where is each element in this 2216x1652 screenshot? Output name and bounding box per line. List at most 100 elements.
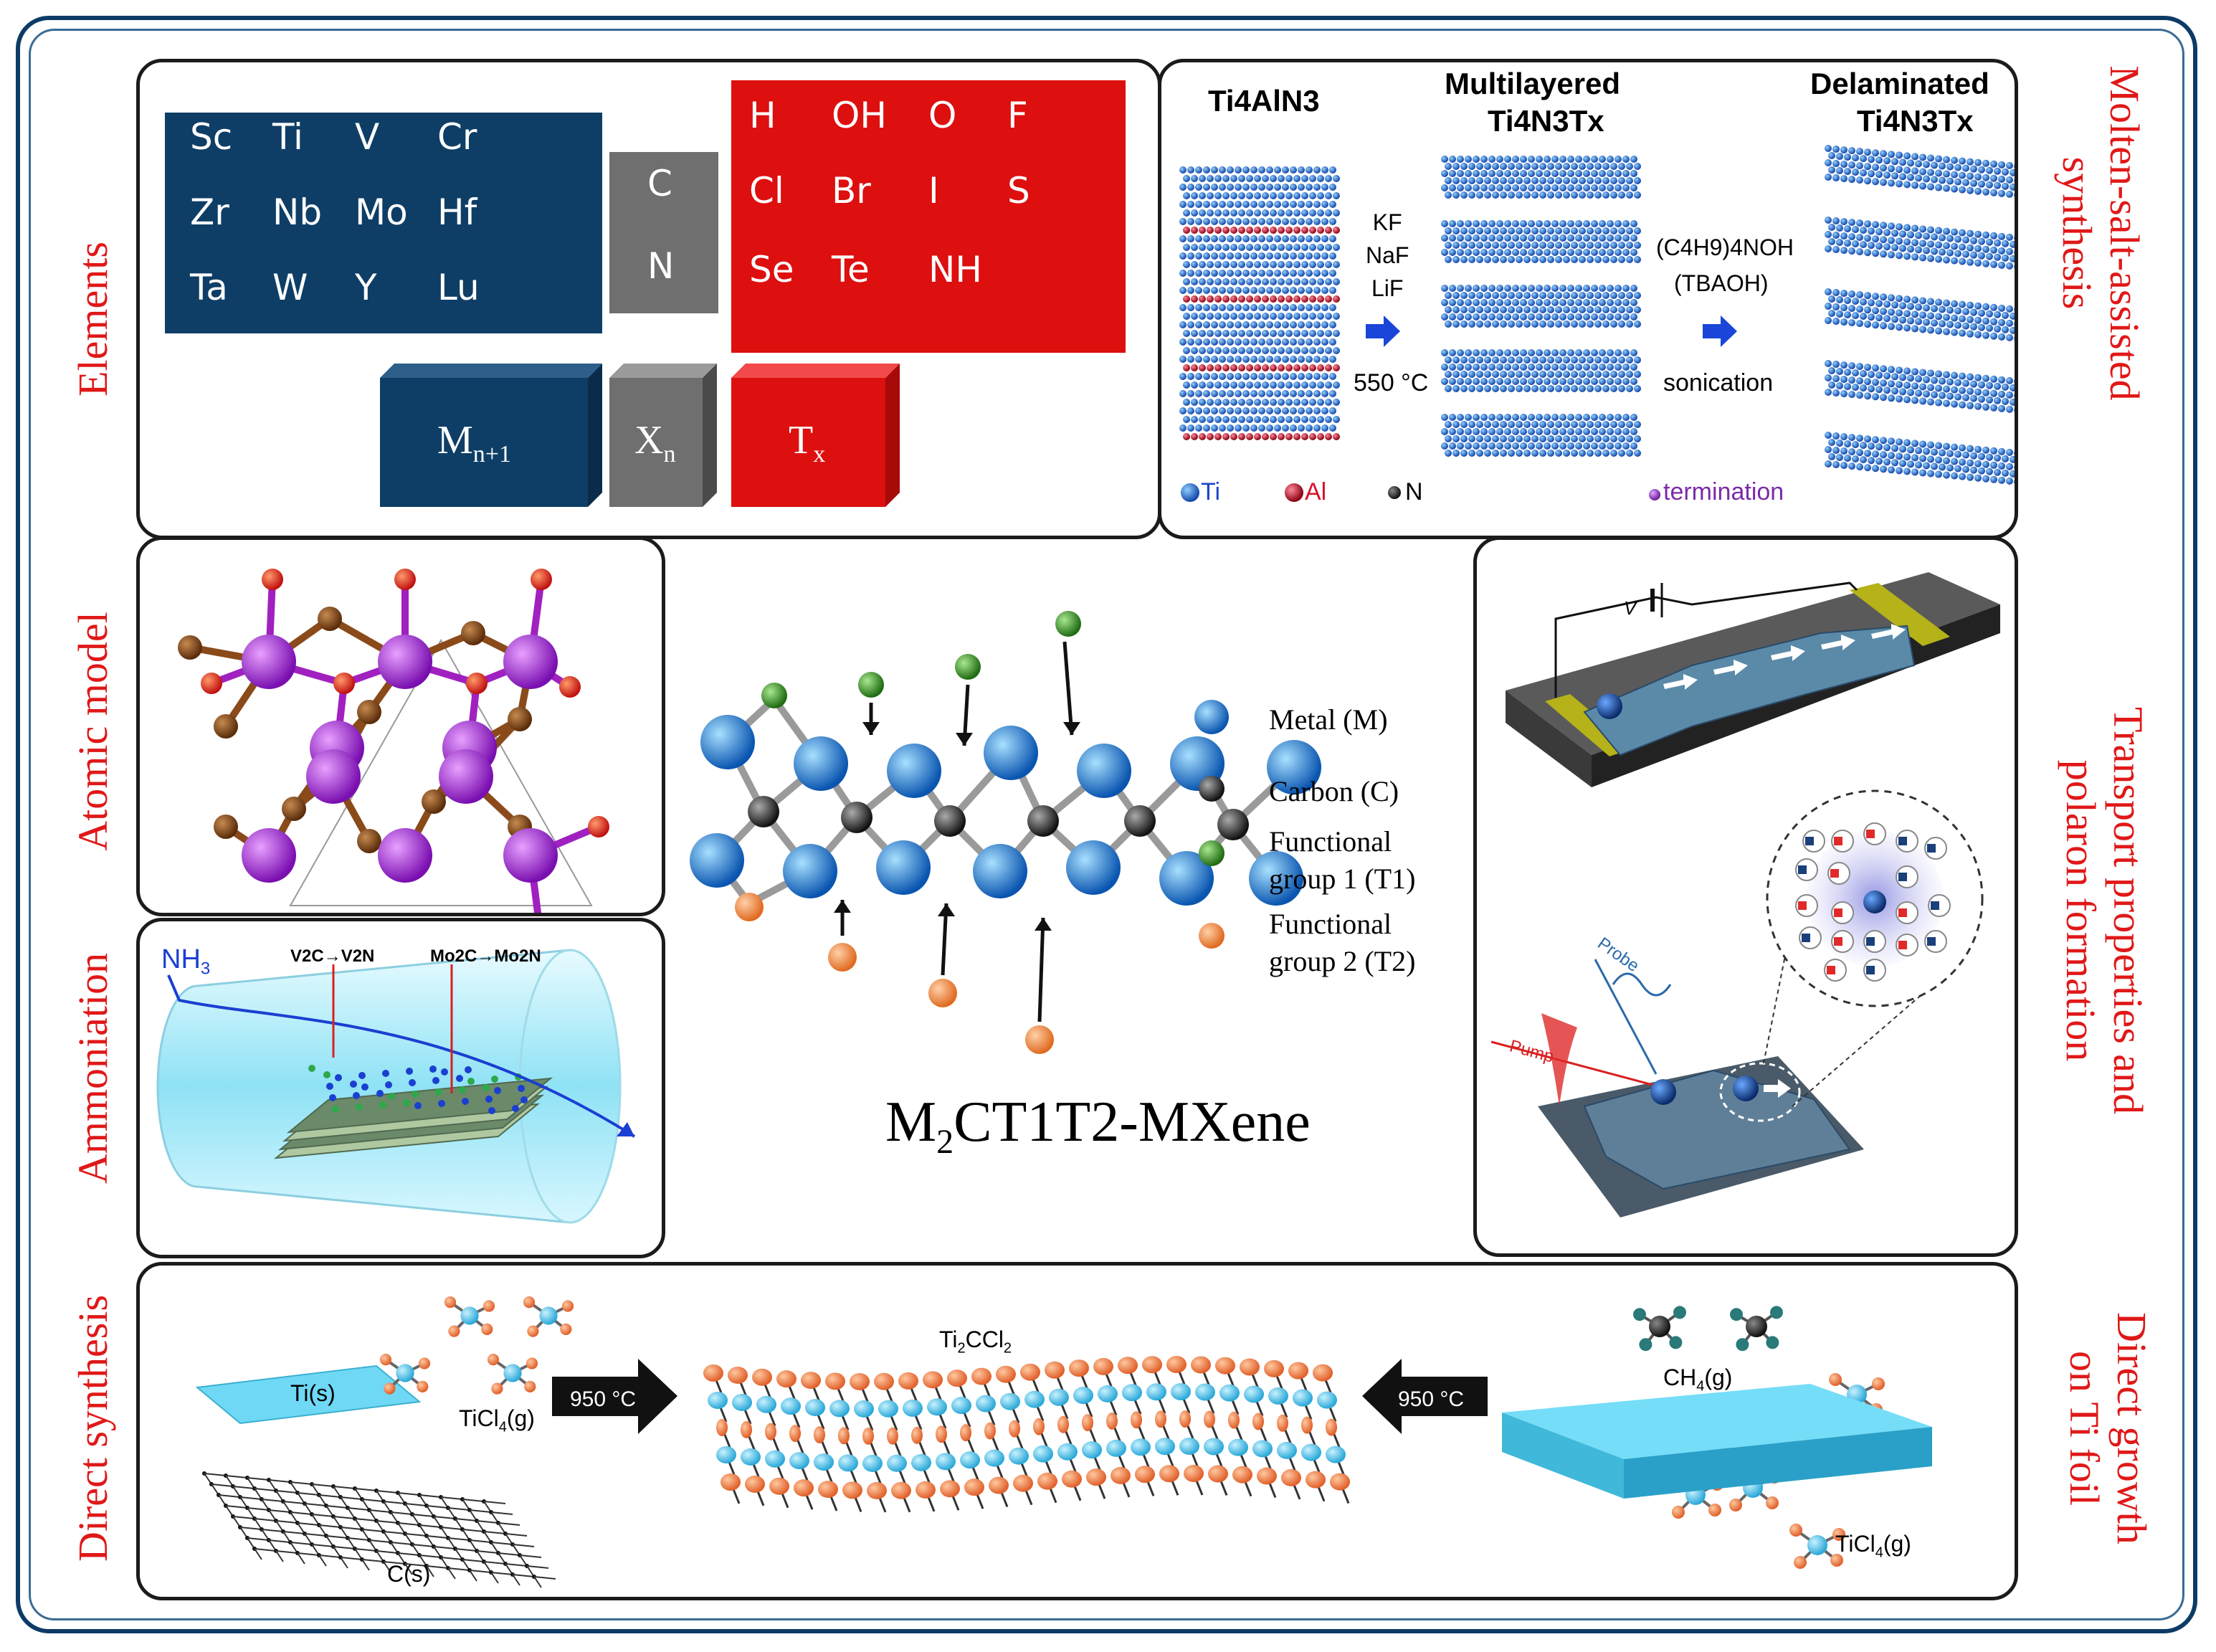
- functional-group-2: [1025, 1025, 1054, 1054]
- termination-element: O: [928, 95, 957, 136]
- metal-atom: [306, 749, 361, 804]
- multilayer-slab: [1441, 285, 1641, 328]
- delaminated-flake: [1825, 360, 2015, 413]
- metal-atom: [242, 635, 296, 689]
- electron: [1597, 693, 1622, 719]
- oxygen-atom: [588, 816, 609, 837]
- multilayer-slab: [1441, 156, 1641, 199]
- ti-substrate: [195, 1364, 422, 1425]
- oxygen-atom: [466, 673, 488, 694]
- voltage-label: V: [1624, 597, 1637, 619]
- adsorbed-atom: [358, 1072, 366, 1079]
- metal-atom: [973, 844, 1027, 898]
- hop-arrow: [1821, 635, 1855, 650]
- oxygen-atom: [394, 569, 416, 590]
- adsorbed-atom: [356, 1103, 363, 1111]
- reaction-v2c: V2C→V2N: [290, 946, 375, 966]
- transport-panel: V Probe Pump: [1473, 536, 2018, 1257]
- al-legend-dot: [1285, 483, 1303, 502]
- structure-drawings: [1179, 145, 2015, 502]
- methane-molecule: [1633, 1306, 1686, 1352]
- reagent-abbrev: (TBAOH): [1674, 270, 1769, 296]
- title-ti4aln3: Ti4AlN3: [1208, 84, 1320, 118]
- metal-atom: [242, 828, 296, 883]
- ion-charge: [1866, 966, 1875, 974]
- legend-ti: Ti: [1201, 478, 1221, 505]
- flake-network: [1583, 625, 1916, 756]
- ion-charge: [1834, 937, 1842, 946]
- adsorbed-atom: [409, 1079, 416, 1086]
- adsorbed-atom: [353, 1092, 360, 1099]
- legend-swatch: [1199, 840, 1224, 866]
- adsorbed-atom: [432, 1077, 439, 1084]
- ticl4-right-label: TiCl4(g): [1835, 1531, 1911, 1561]
- ticl4-molecule: [1789, 1524, 1845, 1569]
- legend-swatch: [1194, 700, 1229, 734]
- adsorbed-atom: [406, 1068, 413, 1075]
- ammoniation-panel: NH3 V2C→V2N Mo2C→Mo2N: [136, 918, 665, 1258]
- metal-atom: [794, 736, 848, 791]
- carbon-atom: [841, 802, 872, 833]
- arrowhead: [1063, 722, 1080, 735]
- legend-swatch: [1199, 776, 1224, 802]
- reaction-mo2c: Mo2C→Mo2N: [430, 946, 541, 966]
- ion-charge: [1898, 908, 1907, 917]
- transport-drawing: [1490, 572, 2000, 1217]
- bottom-panel: Ti(s) TiCl4(g) C(s) 950 °C Ti2CCl2 950 °…: [136, 1262, 2018, 1600]
- arrow-left-process: [552, 1359, 677, 1434]
- methane-molecule: [1730, 1306, 1783, 1352]
- metals-tile: [165, 113, 602, 333]
- metal-atom: [1066, 840, 1121, 895]
- process-arrow: [1366, 315, 1400, 347]
- metal-atom: [1249, 851, 1303, 906]
- electron-probe: [1650, 1079, 1676, 1105]
- title-delaminated: Delaminated: [1810, 67, 1989, 100]
- ti-foil-side: [1624, 1427, 1932, 1499]
- adsorbed-atom: [350, 1081, 357, 1088]
- metal-atom: [378, 828, 432, 883]
- adsorbed-atom: [403, 1099, 410, 1106]
- carbon-atom: [1124, 805, 1156, 837]
- metal-atom: [1077, 744, 1131, 798]
- oxygen-atom: [262, 569, 283, 590]
- metal-atom: [887, 744, 941, 798]
- adsorbed-atom: [462, 1098, 469, 1105]
- metal-element: V: [355, 116, 380, 158]
- mxene-lattice: [690, 611, 1321, 1054]
- metal-atom: [876, 840, 931, 895]
- ion-charge: [1927, 937, 1936, 946]
- ion-charge: [1898, 837, 1907, 845]
- adsorbed-atom: [435, 1088, 442, 1096]
- metal-atom: [503, 828, 558, 883]
- process-arrow: [1703, 315, 1737, 347]
- t-tile: [731, 80, 1126, 353]
- oxygen-atom: [531, 569, 552, 590]
- termination-element: H: [749, 95, 776, 136]
- carbon-atom: [748, 796, 779, 827]
- x-block-label: Xn: [634, 418, 676, 468]
- carbon-atom: [508, 707, 532, 731]
- termination-element: Te: [832, 249, 870, 290]
- arrowhead: [938, 903, 955, 916]
- adsorbed-atom: [459, 1086, 466, 1093]
- metal-atom: [378, 635, 432, 689]
- adsorbed-atom: [326, 1083, 333, 1090]
- legend-n: N: [1405, 478, 1423, 505]
- adsorbed-atom: [335, 1074, 342, 1081]
- carbon-atom: [1027, 805, 1059, 837]
- metal-atom: [690, 833, 744, 888]
- ti-substrate-label: Ti(s): [290, 1380, 336, 1406]
- oxygen-atom: [201, 673, 222, 694]
- functional-group-2: [735, 893, 764, 921]
- carbon-atom: [422, 789, 446, 814]
- hop-arrow: [1771, 645, 1805, 661]
- ti-legend-dot: [1181, 483, 1199, 502]
- flake-bottom: [1583, 1069, 1851, 1190]
- ammoniation-drawing: [156, 949, 636, 1224]
- product-label: Ti2CCl2: [939, 1326, 1012, 1357]
